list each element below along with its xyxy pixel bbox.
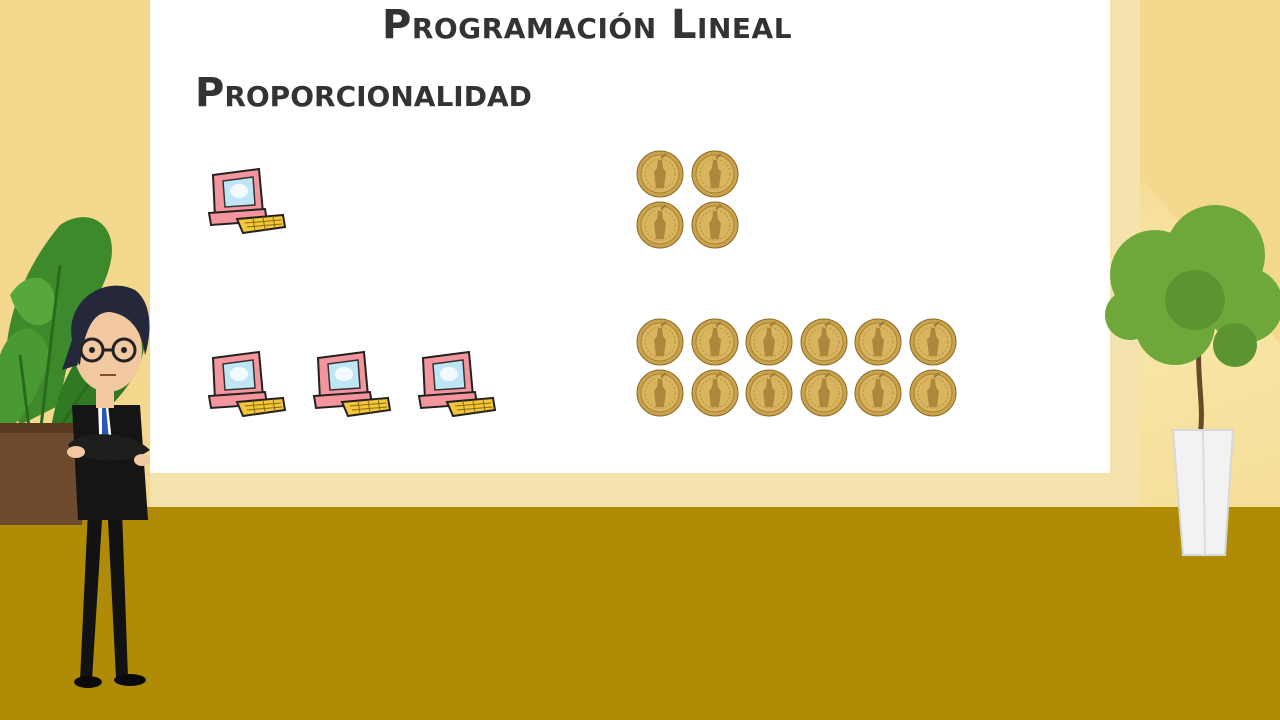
coin-icon bbox=[800, 369, 848, 417]
coin-icon bbox=[909, 369, 957, 417]
coin-icon bbox=[745, 318, 793, 366]
coin-icon bbox=[800, 318, 848, 366]
coin-icon bbox=[745, 369, 793, 417]
coin-icon bbox=[636, 369, 684, 417]
computer-icon bbox=[312, 348, 392, 420]
coin-icon bbox=[636, 318, 684, 366]
coin-icon bbox=[909, 318, 957, 366]
slide-title: Programación Lineal bbox=[382, 2, 793, 48]
coin-icon bbox=[691, 150, 739, 198]
coin-icon bbox=[691, 318, 739, 366]
coin-icon bbox=[854, 318, 902, 366]
coin-icon bbox=[854, 369, 902, 417]
coin-icon bbox=[691, 201, 739, 249]
slide-subtitle: Proporcionalidad bbox=[195, 70, 532, 116]
coin-icon bbox=[636, 201, 684, 249]
floor bbox=[0, 507, 1280, 720]
potted-plant-right bbox=[1105, 205, 1280, 556]
teacher-character bbox=[62, 285, 150, 688]
computer-icon bbox=[417, 348, 497, 420]
coin-icon bbox=[691, 369, 739, 417]
computer-icon bbox=[207, 165, 287, 237]
computer-icon bbox=[207, 348, 287, 420]
coin-icon bbox=[636, 150, 684, 198]
